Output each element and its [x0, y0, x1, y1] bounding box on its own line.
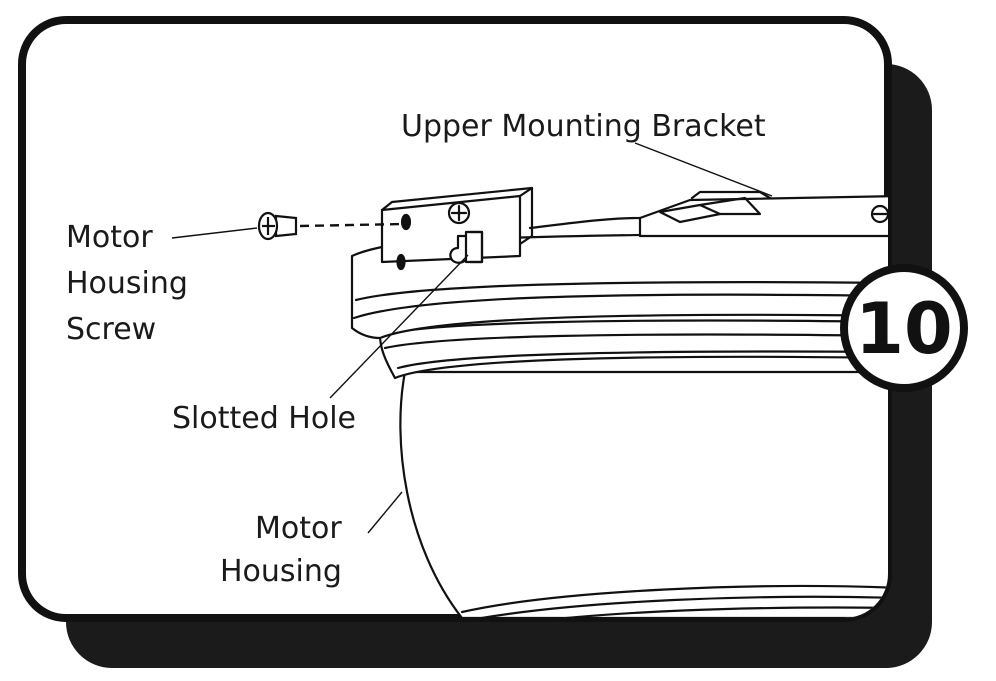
leader-screw [171, 227, 258, 239]
step-badge: 10 [840, 264, 968, 392]
leader-slotted-hole [329, 254, 469, 399]
label-slotted-hole: Slotted Hole [172, 401, 356, 436]
leader-upper-bracket [634, 142, 773, 197]
loose-screw [257, 211, 298, 241]
fan-motor-illustration [350, 186, 888, 618]
motor-housing-lower-rim [460, 584, 888, 614]
label-motor-housing-line2: Housing [220, 554, 342, 589]
step-number: 10 [855, 288, 952, 370]
label-motor-housing-screw-line2: Housing [66, 266, 188, 301]
leader-motor-housing [367, 491, 403, 534]
bracket-hole [400, 213, 412, 231]
bracket-tab [380, 194, 522, 264]
label-motor-housing-screw-line3: Screw [66, 312, 156, 347]
label-upper-mounting-bracket: Upper Mounting Bracket [401, 109, 766, 144]
motor-housing-dome [399, 370, 888, 618]
label-motor-housing-line1: Motor [255, 511, 342, 546]
upper-mounting-bracket [638, 194, 888, 238]
alignment-dashed-line [299, 222, 405, 228]
label-motor-housing-screw-line1: Motor [66, 220, 153, 255]
